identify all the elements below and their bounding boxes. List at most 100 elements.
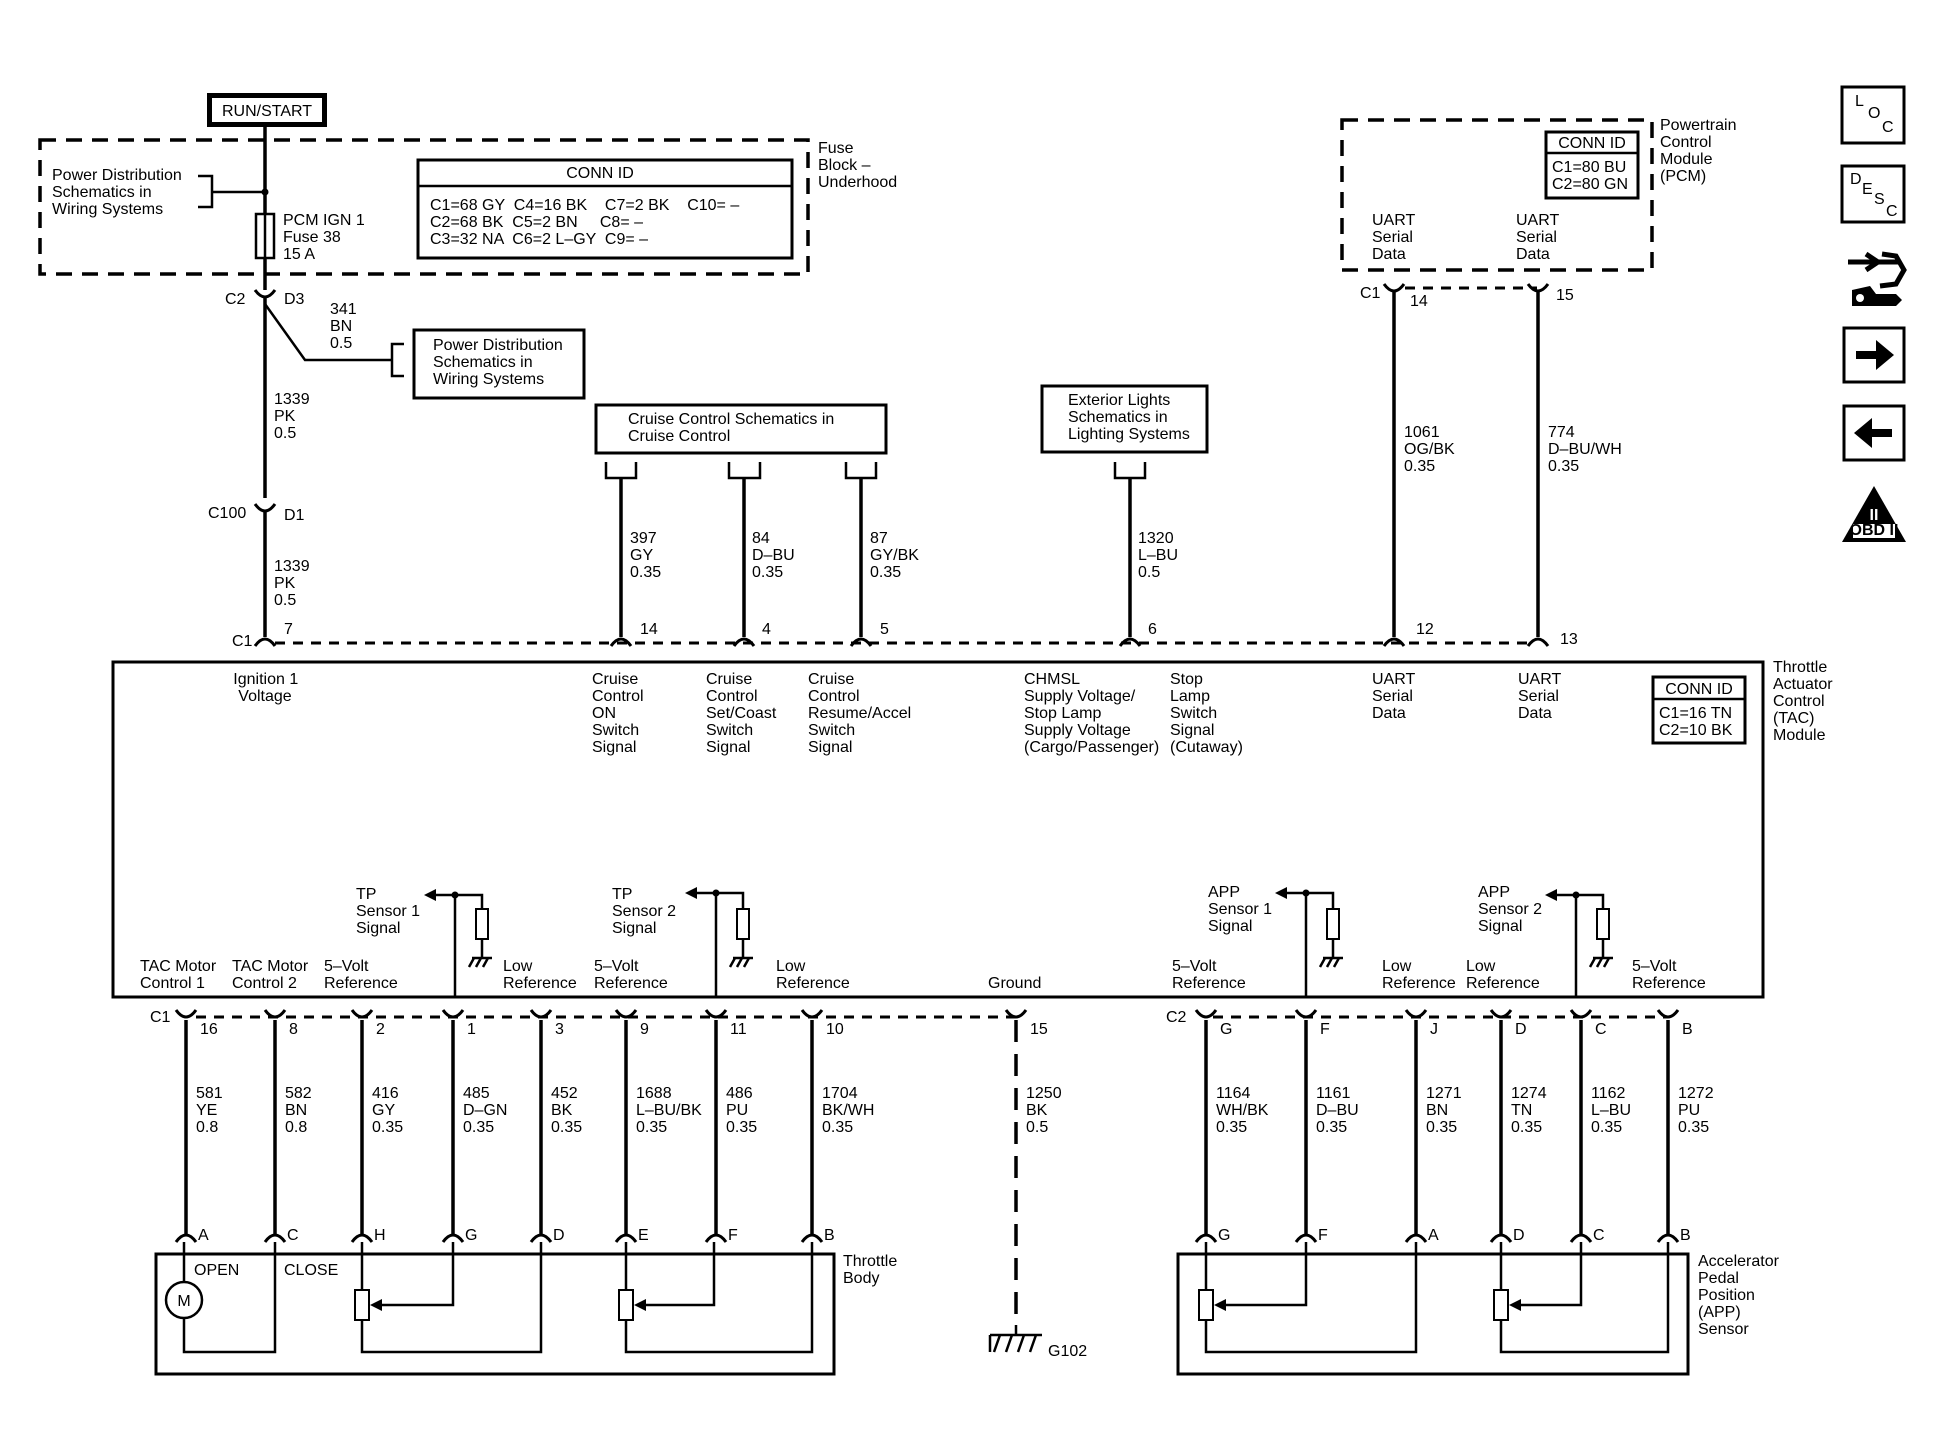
bottom-connector-cup: [350, 1009, 374, 1019]
prev-arrow-icon[interactable]: [1842, 404, 1906, 462]
bottom-pin-label: F: [1320, 1021, 1330, 1038]
component-pin-label: C: [1593, 1227, 1605, 1244]
bottom-connector-cup: [1004, 1009, 1028, 1019]
signal-cruise-set-coast: Cruise Control Set/Coast Switch Signal: [706, 671, 781, 756]
pd-ref-box[interactable]: [412, 328, 586, 400]
obd-ii-icon[interactable]: II OBD II: [1842, 486, 1906, 542]
signal-cruise-resume-accel: Cruise Control Resume/Accel Switch Signa…: [808, 671, 916, 756]
signal-stop-lamp-switch: Stop Lamp Switch Signal (Cutaway): [1170, 671, 1243, 756]
bottom-pin-label: G: [1220, 1021, 1232, 1038]
pcm-pin-14: 14: [1410, 293, 1428, 310]
bottom-connector-cups: [174, 1009, 1680, 1243]
bottom-c2-label: C2: [1166, 1009, 1187, 1026]
bottom-pin-label: 3: [555, 1021, 564, 1038]
c100-connector: [253, 503, 277, 513]
bottom-connector-cup: [1404, 1009, 1428, 1019]
pcm-uart-1: UART Serial Data: [1372, 212, 1419, 263]
tac-pin-7: 7: [284, 621, 293, 638]
bottom-pin-label: C: [1595, 1021, 1607, 1038]
signal-5v-ref-app2: 5–Volt Reference: [1632, 958, 1706, 992]
bottom-c1-label: C1: [150, 1009, 171, 1026]
signal-uart-1: UART Serial Data: [1372, 671, 1419, 722]
wire-87-label: 87 GY/BK 0.35: [870, 530, 923, 581]
svg-text:C1=16 TN: C1=16 TN: [1659, 705, 1732, 722]
signal-low-ref-tp1: Low Reference: [503, 958, 577, 992]
bottom-connector-cup: [1569, 1009, 1593, 1019]
app-sensor-2-signal-label: APP Sensor 2 Signal: [1478, 884, 1547, 935]
cruise-control-ref-box[interactable]: [594, 403, 888, 455]
tac-pin-6: 6: [1148, 621, 1157, 638]
c2-label: C2: [225, 291, 246, 308]
signal-tac-motor-control-2: TAC Motor Control 2: [232, 958, 313, 992]
next-arrow-icon[interactable]: [1842, 326, 1906, 384]
fuse-38-label: PCM IGN 1 Fuse 38 15 A: [283, 212, 369, 263]
wire-1061-label: 1061 OG/BK 0.35: [1404, 424, 1459, 475]
tp-sensor-2-tap: [685, 887, 753, 997]
component-connector-cup: [614, 1233, 638, 1243]
bottom-connector-cup: [704, 1009, 728, 1019]
wire-84-label: 84 D–BU 0.35: [752, 530, 799, 581]
component-pin-label: A: [1428, 1227, 1439, 1244]
component-connector-cup: [1404, 1233, 1428, 1243]
tac-pin-4: 4: [762, 621, 771, 638]
svg-text:OBD II: OBD II: [1850, 522, 1899, 539]
exterior-lights-ref-box[interactable]: [1040, 384, 1209, 454]
bottom-pin-label: 9: [640, 1021, 649, 1038]
tac-pin-12: 12: [1416, 621, 1434, 638]
wire-341-label: 341 BN 0.5: [330, 301, 361, 352]
tac-pin-14: 14: [640, 621, 658, 638]
connector-icon[interactable]: [1848, 251, 1907, 306]
pd-ref-text: Power Distribution Schematics in Wiring …: [433, 337, 567, 388]
fuse-block-conn-id: CONN ID C1=68 GY C4=16 BK C7=2 BK C10= –…: [416, 158, 794, 260]
bottom-connector-cup: [1194, 1009, 1218, 1019]
component-connector-cup: [441, 1233, 465, 1243]
close-label: CLOSE: [284, 1262, 338, 1279]
bottom-connector-cup: [174, 1009, 198, 1019]
bottom-pin-label: B: [1682, 1021, 1693, 1038]
component-pin-label: A: [198, 1227, 209, 1244]
svg-text:II: II: [1870, 507, 1879, 524]
svg-text:C3=32 NA C6=2 L–GY C9= –: C3=32 NA C6=2 L–GY C9= –: [430, 231, 648, 248]
signal-tac-motor-control-1: TAC Motor Control 1: [140, 958, 221, 992]
loc-icon[interactable]: L O C: [1840, 85, 1906, 145]
pcm-pin-15: 15: [1556, 287, 1574, 304]
bottom-pin-label: 8: [289, 1021, 298, 1038]
open-label: OPEN: [194, 1262, 239, 1279]
pcm-outline: [1340, 118, 1654, 272]
c2-d3-connector: [253, 289, 277, 299]
bottom-pin-label: 11: [730, 1021, 747, 1038]
component-connector-cup: [1294, 1233, 1318, 1243]
wire-1339-lower-label: 1339 PK 0.5: [274, 558, 314, 609]
signal-cruise-on: Cruise Control ON Switch Signal: [592, 671, 648, 756]
tac-pin-5: 5: [880, 621, 889, 638]
signal-ignition-1-voltage: Ignition 1 Voltage: [233, 671, 302, 705]
signal-low-ref-tp2: Low Reference: [776, 958, 850, 992]
svg-text:C: C: [1886, 203, 1898, 220]
fuse-block-outline: [38, 138, 810, 276]
signal-5v-ref-tp1: 5–Volt Reference: [324, 958, 398, 992]
throttle-body-label: Throttle Body: [843, 1253, 902, 1287]
bottom-connector-cup: [1656, 1009, 1680, 1019]
tp-sensor-2-potentiometer: [618, 1242, 814, 1354]
component-pin-label: F: [1318, 1227, 1328, 1244]
component-pin-label: G: [1218, 1227, 1230, 1244]
bottom-connector-cup: [529, 1009, 553, 1019]
svg-text:D: D: [1850, 171, 1862, 188]
component-connector-cup: [1194, 1233, 1218, 1243]
wire-1320-label: 1320 L–BU 0.5: [1138, 530, 1182, 581]
desc-icon[interactable]: D E S C: [1840, 164, 1906, 224]
signal-uart-2: UART Serial Data: [1518, 671, 1565, 722]
svg-text:L: L: [1855, 93, 1864, 110]
svg-text:CONN ID: CONN ID: [1665, 681, 1733, 698]
signal-5v-ref-app1: 5–Volt Reference: [1172, 958, 1246, 992]
svg-text:O: O: [1868, 105, 1880, 122]
